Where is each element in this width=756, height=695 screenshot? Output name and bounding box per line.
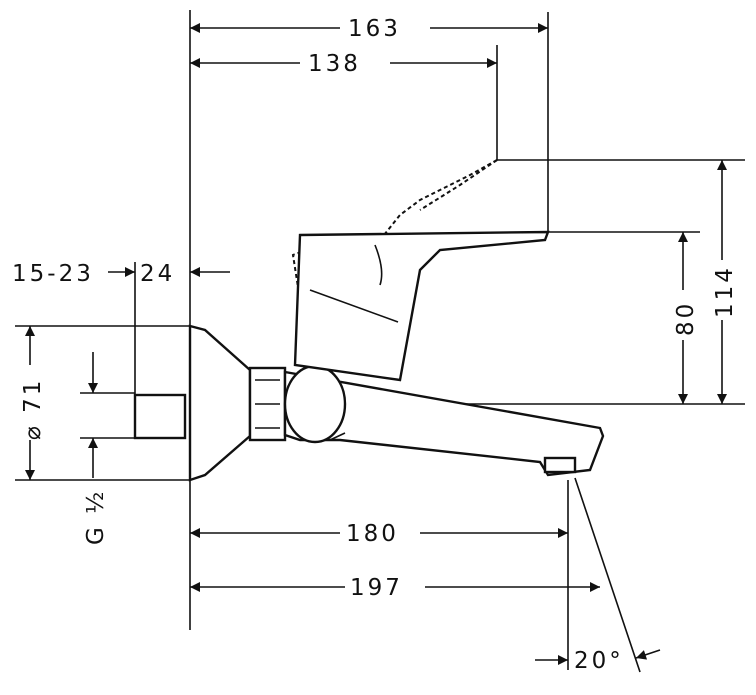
dim-197: 197 xyxy=(350,575,403,601)
dim-angle-20: 20° xyxy=(574,648,624,674)
body-joint xyxy=(283,364,347,444)
dim-114: 114 xyxy=(712,265,738,318)
dimension-lines xyxy=(25,23,727,665)
faucet xyxy=(133,159,605,482)
dim-80: 80 xyxy=(673,301,699,336)
dim-24: 24 xyxy=(140,261,175,287)
handle xyxy=(293,230,550,382)
dim-diameter-71: ⌀ 71 xyxy=(20,378,46,440)
dim-138: 138 xyxy=(308,51,361,77)
dim-15-23: 15-23 xyxy=(12,261,94,287)
escutcheon xyxy=(188,324,252,482)
aerator xyxy=(543,456,577,474)
connector xyxy=(133,393,187,440)
dim-thread: G ½ xyxy=(83,489,109,545)
dim-180: 180 xyxy=(346,521,399,547)
dim-163: 163 xyxy=(348,16,401,42)
